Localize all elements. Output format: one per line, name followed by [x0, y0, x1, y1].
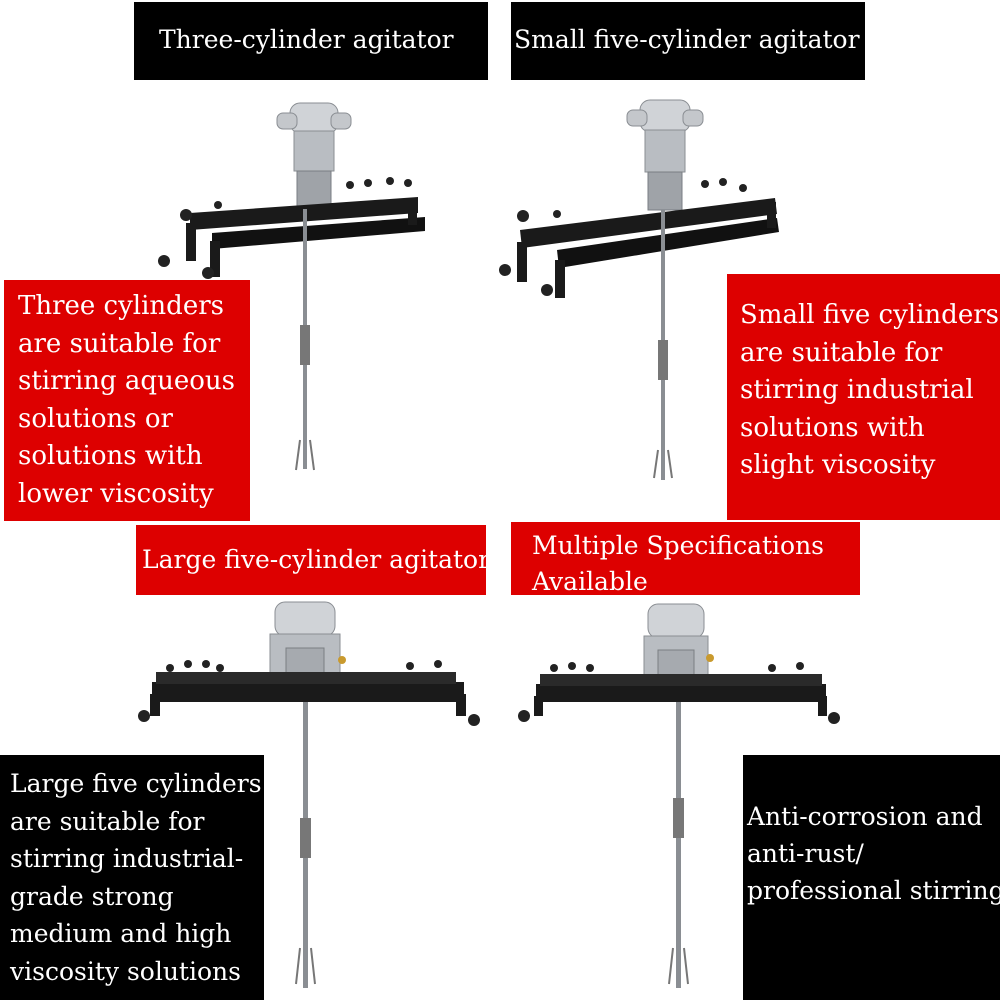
desc-large-five-cylinder: Large five cylinders are suitable for st… [0, 755, 264, 1000]
desc-line: professional stirring [747, 876, 1000, 905]
desc-line: stirring industrial [740, 375, 974, 405]
title-small-five-cylinder-text: Small five-cylinder agitator [514, 25, 860, 54]
title-three-cylinder-text: Three-cylinder agitator [159, 25, 454, 54]
desc-line: lower viscosity [18, 478, 214, 509]
desc-line: grade strong [10, 881, 174, 911]
agitator-product-image [510, 598, 850, 998]
title-large-five-cylinder: Large five-cylinder agitator [136, 525, 486, 595]
agitator-small-five-cylinder-image [495, 90, 795, 490]
desc-small-five-cylinder: Small five cylinders are suitable for st… [727, 274, 1000, 520]
title-small-five-cylinder: Small five-cylinder agitator [511, 2, 865, 80]
desc-line: Large five cylinders [10, 769, 262, 798]
desc-line: Three cylinders [18, 291, 224, 321]
agitator-three-cylinder-image [150, 95, 440, 485]
desc-line: slight viscosity [740, 450, 936, 480]
desc-line: solutions with [18, 441, 203, 471]
desc-line: solutions with [740, 412, 925, 443]
desc-line: viscosity solutions [10, 956, 241, 986]
desc-line: anti-rust/ [747, 839, 864, 868]
specs-line: Available [532, 567, 648, 595]
desc-line: are suitable for [18, 328, 221, 359]
desc-features: Anti-corrosion and anti-rust/ profession… [743, 755, 1000, 1000]
specs-line: Multiple Specifications [532, 531, 825, 560]
desc-line: Anti-corrosion and [747, 802, 983, 831]
desc-line: Small five cylinders [740, 300, 999, 330]
desc-line: solutions or [18, 403, 173, 434]
desc-line: stirring industrial- [10, 844, 244, 873]
title-three-cylinder: Three-cylinder agitator [134, 2, 488, 80]
desc-line: are suitable for [10, 806, 205, 836]
agitator-large-five-cylinder-image [130, 598, 490, 998]
title-large-five-cylinder-text: Large five-cylinder agitator [142, 545, 486, 574]
desc-three-cylinder: Three cylinders are suitable for stirrin… [4, 280, 250, 521]
desc-line: stirring aqueous [18, 366, 235, 396]
desc-line: are suitable for [740, 337, 943, 368]
desc-line: medium and high [10, 919, 232, 948]
specs-banner: Multiple Specifications Available [511, 522, 860, 595]
